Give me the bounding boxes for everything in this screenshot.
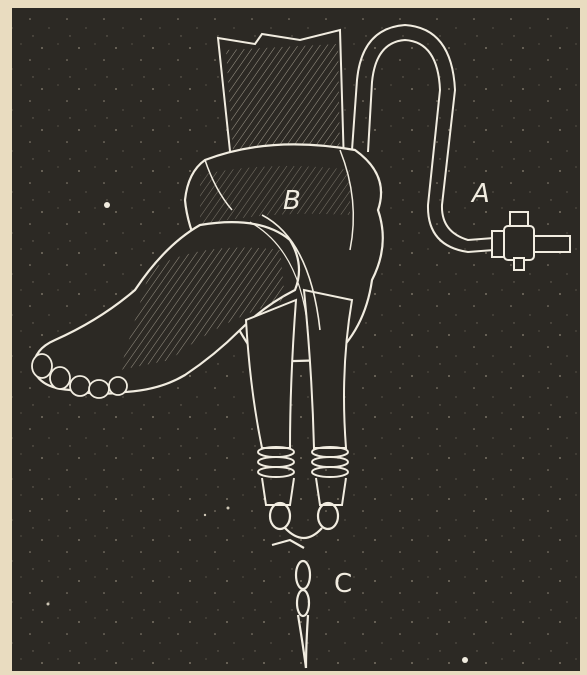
label-c: C <box>334 571 352 597</box>
label-b: B <box>283 188 301 214</box>
label-a: A <box>472 181 490 207</box>
